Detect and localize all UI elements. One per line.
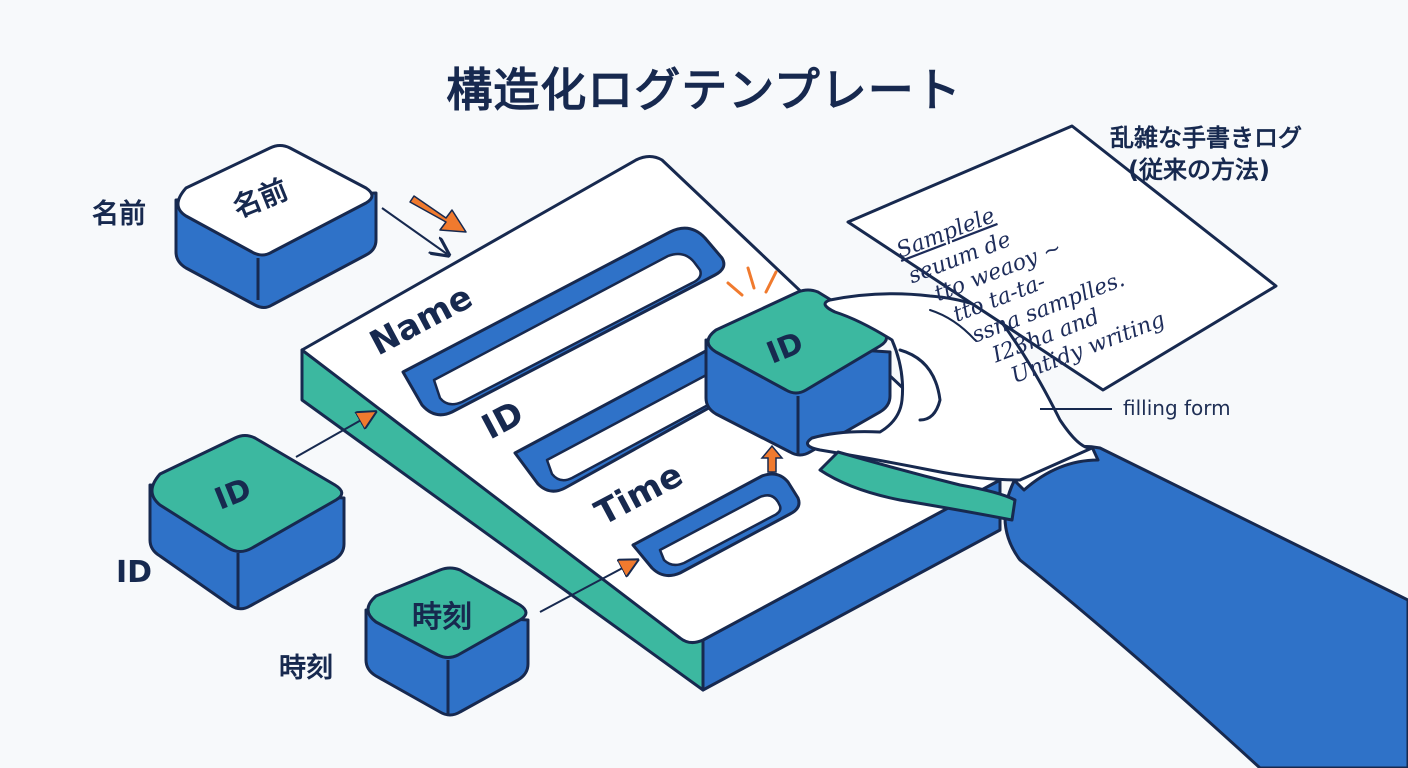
spark-icon [726,266,778,297]
side-label-time: 時刻 [279,653,333,684]
hand [806,292,1094,522]
handwritten-lines: Samplele seuum de tto weaoy ~ tto ta-ta-… [893,203,1168,389]
block-time [364,566,530,717]
arrow-name-to-form [381,207,447,254]
filling-form-label: filling form [1123,396,1231,420]
page-title: 構造化ログテンプレート [446,63,962,117]
handwritten-caption-line2: (従来の方法) [1128,156,1270,184]
orange-arrow-icon [409,195,467,233]
side-label-name: 名前 [92,199,146,230]
handwritten-caption-line1: 乱雑な手書きログ [1110,124,1302,152]
arrow-time-to-form [539,563,632,613]
orange-up-arrow-icon [760,444,784,473]
handwritten-note [846,124,1278,392]
arrow-id-to-form [295,415,370,458]
hand-sleeve [1003,444,1408,768]
block-id [148,434,346,611]
side-label-id: ID [116,555,153,590]
block-time-label: 時刻 [412,600,472,635]
block-name [174,144,378,309]
